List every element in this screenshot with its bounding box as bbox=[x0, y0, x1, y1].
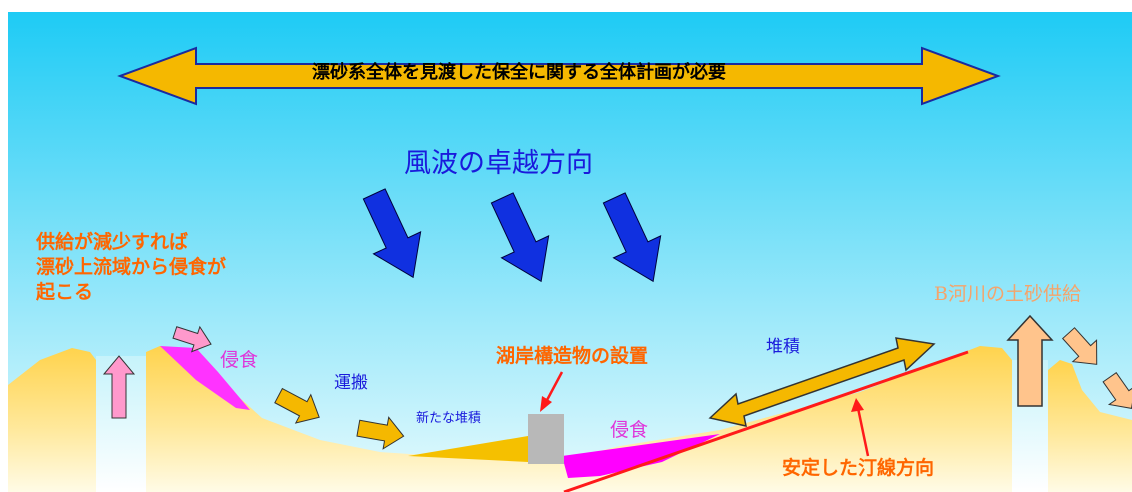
accumulation-label: 堆積 bbox=[766, 337, 800, 357]
transport-label: 運搬 bbox=[334, 373, 368, 393]
erosion-downstream-shape bbox=[562, 434, 720, 478]
structure-pointer-arrow bbox=[540, 371, 564, 412]
erosion-downstream-label: 侵食 bbox=[610, 419, 649, 441]
river-b-supply-arrow-2 bbox=[1102, 371, 1132, 409]
erosion-upstream-shape bbox=[160, 346, 250, 410]
erosion-input-arrow bbox=[172, 325, 212, 353]
river-a-up-arrow bbox=[102, 355, 136, 419]
supply-decrease-line3: 起こる bbox=[36, 282, 94, 303]
banner-text: 漂砂系全体を見渡した保全に関する全体計画が必要 bbox=[312, 62, 726, 83]
erosion-upstream-label: 侵食 bbox=[220, 349, 259, 371]
river-b-supply-label: B河川の土砂供給 bbox=[934, 283, 1081, 305]
stable-shoreline-line bbox=[563, 350, 969, 492]
supply-decrease-line2: 漂砂上流域から侵食が bbox=[36, 257, 227, 278]
stable-shoreline-label: 安定した汀線方向 bbox=[782, 458, 935, 479]
banner-double-arrow bbox=[117, 46, 1001, 106]
supply-decrease-line1: 供給が減少すれば bbox=[36, 232, 189, 253]
new-deposit-wedge bbox=[408, 436, 528, 462]
land-right-hill bbox=[1048, 360, 1132, 492]
shoreline-pointer-arrow bbox=[851, 398, 870, 457]
wind-direction-label: 風波の卓越方向 bbox=[404, 148, 593, 179]
new-deposit-label: 新たな堆積 bbox=[416, 411, 482, 426]
structure-label: 湖岸構造物の設置 bbox=[496, 346, 649, 367]
river-a-channel bbox=[96, 356, 146, 492]
wind-arrow-1 bbox=[362, 188, 422, 279]
land-left-cliff bbox=[8, 348, 96, 492]
transport-arrow-2 bbox=[356, 416, 405, 450]
transport-arrow-1 bbox=[274, 387, 320, 424]
lakeshore-structure bbox=[528, 414, 564, 464]
river-b-up-arrow bbox=[1006, 314, 1054, 407]
wind-arrow-3 bbox=[602, 192, 662, 283]
wind-arrow-2 bbox=[490, 192, 550, 283]
land-main-shore bbox=[146, 346, 1012, 492]
accumulation-double-arrow bbox=[708, 337, 936, 427]
river-b-supply-arrow-1 bbox=[1061, 327, 1098, 365]
